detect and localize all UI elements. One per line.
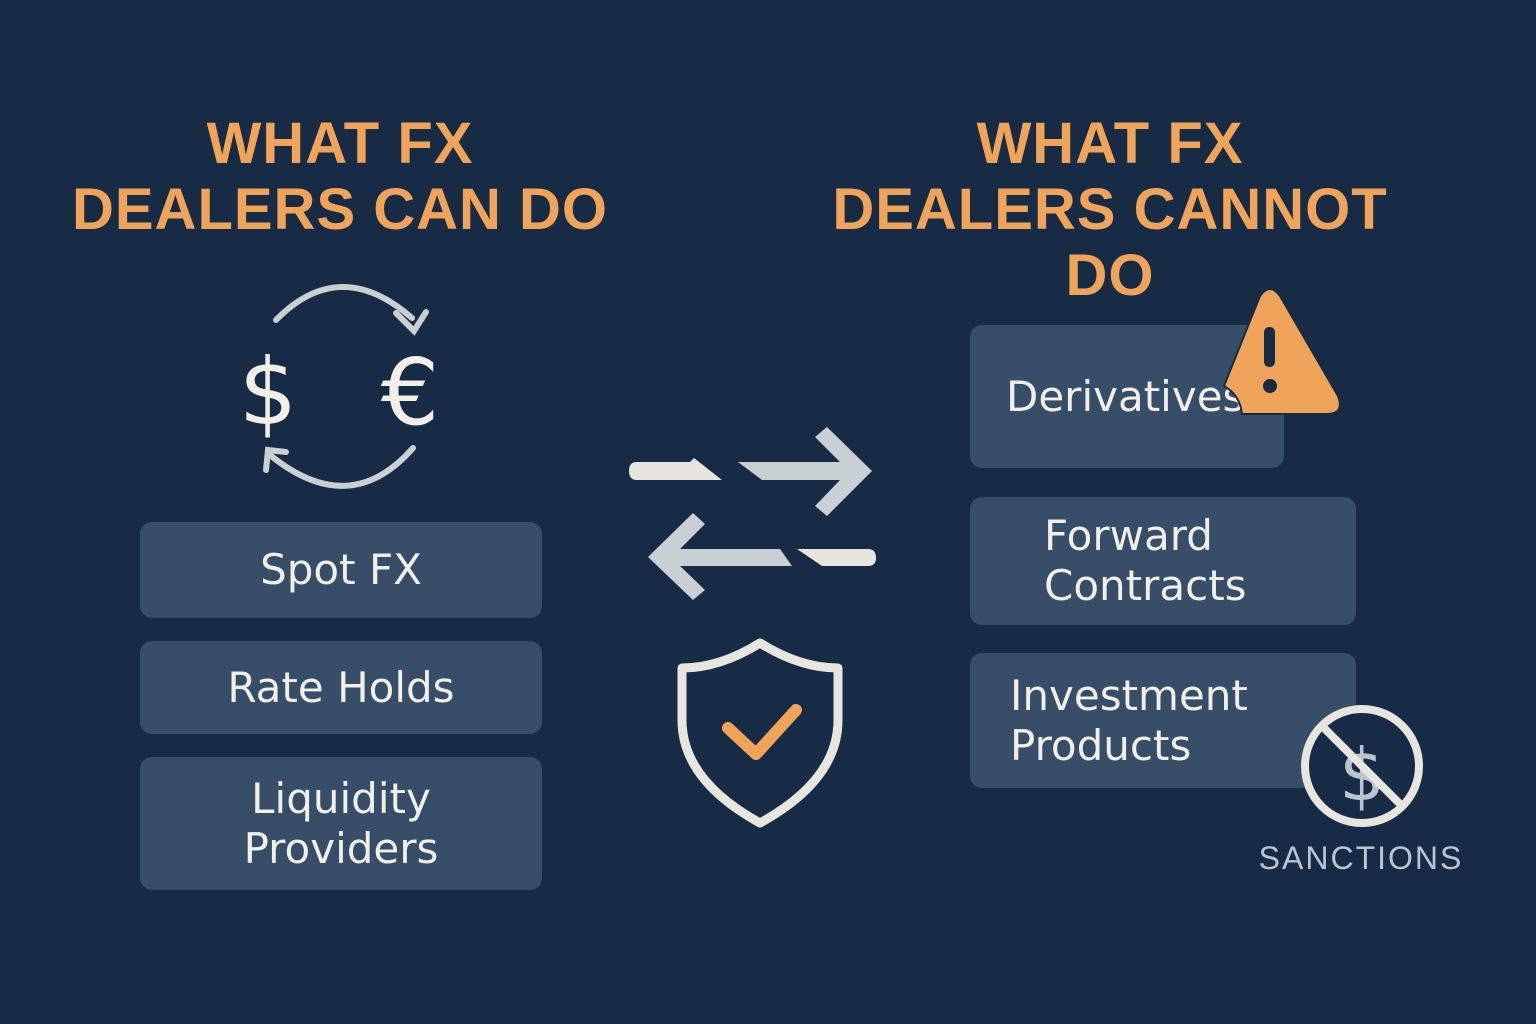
card-forward-line1: Forward [1044, 511, 1213, 560]
sanctions-label: SANCTIONS [1258, 840, 1464, 876]
card-derivatives: Derivatives [970, 325, 1284, 468]
card-liquidity-providers: Liquidity Providers [140, 757, 542, 890]
card-derivatives-label: Derivatives [1006, 371, 1245, 421]
shield-check-icon [677, 638, 843, 828]
title-cannot-do: WHAT FX DEALERS CANNOT DO [790, 111, 1430, 309]
swap-arrows-icon [629, 427, 876, 600]
svg-text:$: $ [239, 339, 298, 446]
warning-icon [1222, 288, 1341, 415]
card-investment-products: Investment Products [970, 653, 1356, 788]
card-liquidity-line2: Providers [243, 823, 439, 873]
currency-exchange-icon: $ € [239, 284, 440, 489]
card-investment-line2: Products [1010, 720, 1192, 770]
no-dollar-icon: $ [1301, 705, 1423, 827]
svg-text:€: € [381, 339, 440, 446]
title-can-do: WHAT FX DEALERS CAN DO [70, 111, 610, 243]
title-can-do-line2: DEALERS CAN DO [71, 177, 609, 242]
title-cannot-do-line1: WHAT FX [976, 111, 1244, 176]
card-spot-fx: Spot FX [140, 522, 542, 618]
title-cannot-do-line2: DEALERS CANNOT DO [832, 177, 1388, 308]
card-spot-fx-label: Spot FX [260, 545, 422, 594]
card-investment-line1: Investment [1010, 670, 1248, 720]
card-forward-contracts: Forward Contracts [970, 497, 1356, 625]
card-forward-line2: Contracts [1044, 561, 1247, 610]
card-rate-holds-label: Rate Holds [227, 662, 455, 712]
card-rate-holds: Rate Holds [140, 641, 542, 734]
title-can-do-line1: WHAT FX [206, 111, 474, 176]
card-liquidity-line1: Liquidity [251, 773, 431, 823]
